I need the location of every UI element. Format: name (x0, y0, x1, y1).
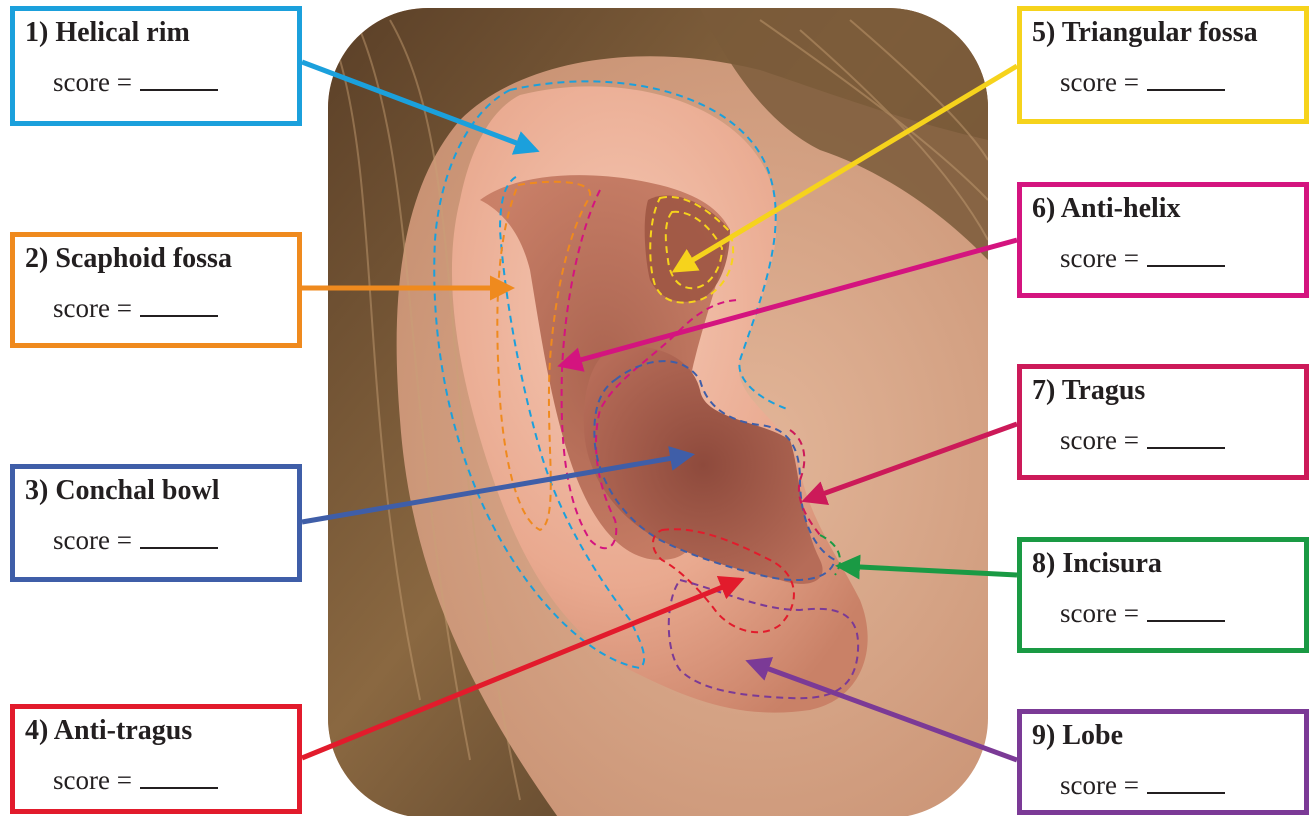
score-blank-line (140, 89, 218, 91)
label-title: 6) Anti-helix (1032, 193, 1181, 225)
label-box-3: 3) Conchal bowl score = (10, 464, 302, 582)
score-label: score = (1060, 67, 1139, 97)
label-title: 7) Tragus (1032, 375, 1145, 407)
score-row: score = (53, 765, 218, 796)
score-label: score = (1060, 598, 1139, 628)
label-title: 1) Helical rim (25, 17, 190, 49)
score-blank-line (140, 315, 218, 317)
label-title: 9) Lobe (1032, 720, 1123, 752)
label-box-1: 1) Helical rim score = (10, 6, 302, 126)
score-row: score = (1060, 67, 1225, 98)
score-row: score = (1060, 770, 1225, 801)
label-box-2: 2) Scaphoid fossa score = (10, 232, 302, 348)
score-blank-line (1147, 792, 1225, 794)
label-title: 4) Anti-tragus (25, 715, 192, 747)
photo-background (328, 8, 988, 816)
label-title: 3) Conchal bowl (25, 475, 219, 507)
label-box-9: 9) Lobe score = (1017, 709, 1309, 815)
score-row: score = (53, 67, 218, 98)
score-label: score = (53, 293, 132, 323)
score-blank-line (1147, 620, 1225, 622)
score-blank-line (1147, 447, 1225, 449)
label-box-5: 5) Triangular fossa score = (1017, 6, 1309, 124)
score-blank-line (1147, 265, 1225, 267)
label-title: 2) Scaphoid fossa (25, 243, 232, 275)
score-label: score = (53, 67, 132, 97)
score-label: score = (53, 765, 132, 795)
score-blank-line (140, 547, 218, 549)
score-row: score = (1060, 243, 1225, 274)
label-box-8: 8) Incisura score = (1017, 537, 1309, 653)
score-label: score = (53, 525, 132, 555)
label-title: 5) Triangular fossa (1032, 17, 1258, 49)
score-label: score = (1060, 243, 1139, 273)
score-row: score = (1060, 425, 1225, 456)
score-blank-line (1147, 89, 1225, 91)
label-title: 8) Incisura (1032, 548, 1162, 580)
label-box-7: 7) Tragus score = (1017, 364, 1309, 480)
score-blank-line (140, 787, 218, 789)
score-row: score = (53, 293, 218, 324)
score-label: score = (1060, 425, 1139, 455)
label-box-6: 6) Anti-helix score = (1017, 182, 1309, 298)
label-box-4: 4) Anti-tragus score = (10, 704, 302, 814)
score-label: score = (1060, 770, 1139, 800)
score-row: score = (53, 525, 218, 556)
score-row: score = (1060, 598, 1225, 629)
